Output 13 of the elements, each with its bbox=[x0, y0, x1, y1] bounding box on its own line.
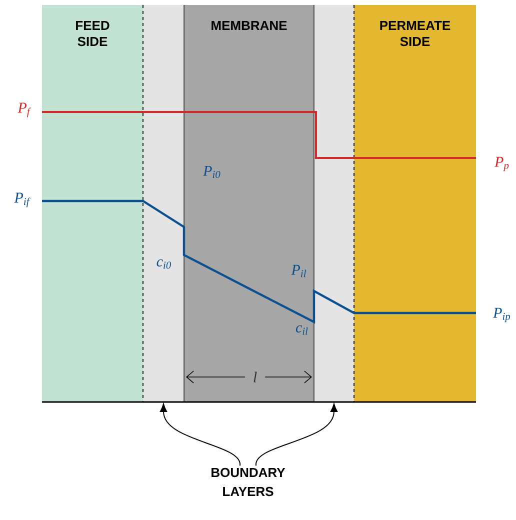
variable-label: P$_{ip}$ bbox=[493, 308, 510, 322]
variable-label: P$_{il}$ bbox=[291, 264, 306, 278]
variable-label: c$_{il}$ bbox=[296, 325, 308, 335]
boundary-layer-band bbox=[314, 5, 354, 402]
curved-arrow bbox=[256, 403, 338, 466]
side-band: PERMEATE SIDE bbox=[354, 5, 476, 402]
caption-text: BOUNDARY LAYERS bbox=[212, 468, 286, 496]
side-band: FEED SIDE bbox=[42, 5, 143, 402]
curved-arrow bbox=[160, 403, 240, 466]
variable-label: P$_{p}$ bbox=[494, 156, 509, 172]
boundary-layer-band bbox=[143, 5, 184, 402]
variable-label: P$_{i0}$ bbox=[203, 166, 220, 178]
variable-label: c$_{i0}$ bbox=[156, 259, 172, 269]
